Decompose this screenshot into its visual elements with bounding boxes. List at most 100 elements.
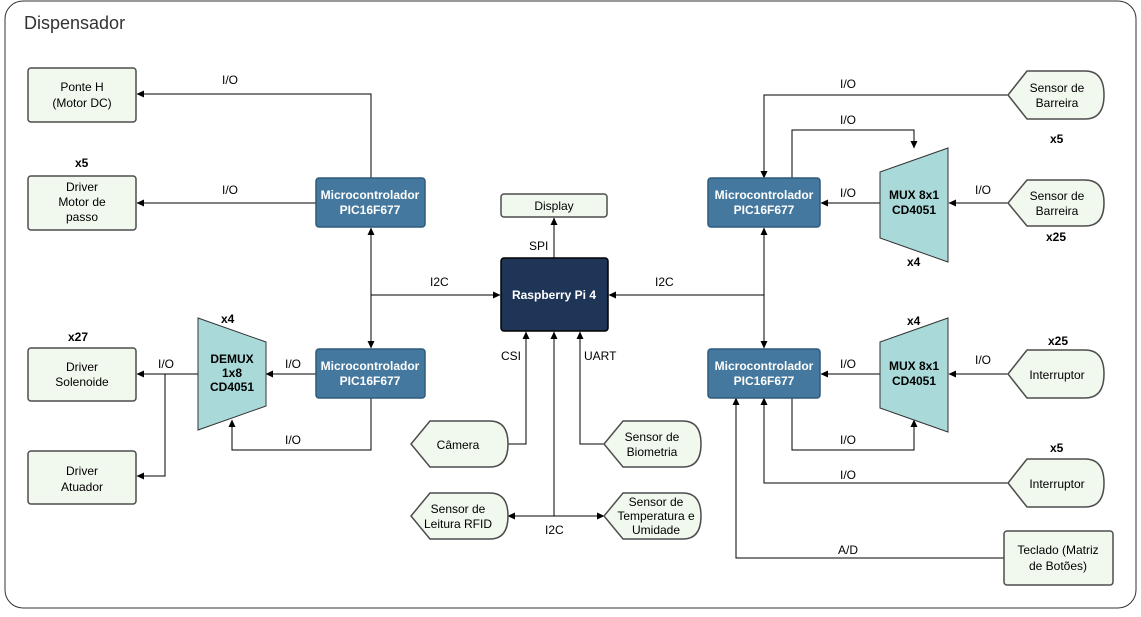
mult-mux1: x4 [907, 255, 921, 269]
mult-interruptor2: x5 [1050, 441, 1064, 455]
node-mux-top[interactable]: MUX 8x1 CD4051 [879, 147, 949, 263]
svg-text:Câmera: Câmera [437, 438, 480, 452]
label-io-ponteh: I/O [222, 73, 238, 87]
svg-text:Barreira: Barreira [1036, 204, 1079, 218]
svg-text:Sensor de: Sensor de [1030, 81, 1085, 95]
svg-text:Interruptor: Interruptor [1029, 368, 1084, 382]
label-io-interruptor2: I/O [840, 468, 856, 482]
node-sensor-barreira-bottom[interactable]: Sensor de Barreira [1007, 179, 1105, 227]
mult-demux: x4 [221, 312, 235, 326]
label-csi: CSI [501, 349, 521, 363]
edge-mcu4-mux2-select [791, 398, 918, 451]
label-io-demux-select: I/O [285, 433, 301, 447]
svg-text:CD4051: CD4051 [210, 380, 254, 394]
svg-text:Driver: Driver [66, 360, 98, 374]
node-driver-solenoide[interactable]: Driver Solenoide [27, 347, 137, 402]
svg-text:passo: passo [66, 210, 98, 224]
label-i2c-right: I2C [655, 275, 674, 289]
label-io-barreira2: I/O [975, 183, 991, 197]
label-io-mcu2-demux: I/O [285, 357, 301, 371]
edge-mcu3-mux1-select [791, 129, 918, 178]
node-mux-bottom[interactable]: MUX 8x1 CD4051 [879, 317, 949, 433]
svg-text:Microcontrolador: Microcontrolador [321, 188, 420, 202]
mult-solenoide: x27 [68, 330, 88, 344]
edge-teclado-mcu4 [732, 397, 1004, 559]
node-sensor-barreira-top[interactable]: Sensor de Barreira [1007, 70, 1105, 120]
label-io-mux1-mcu3: I/O [840, 186, 856, 200]
svg-text:Ponte H: Ponte H [60, 80, 103, 94]
node-ponte-h[interactable]: Ponte H (Motor DC) [27, 67, 137, 123]
label-i2c-left: I2C [430, 275, 449, 289]
node-demux[interactable]: DEMUX 1x8 CD4051 [197, 317, 267, 431]
svg-text:Sensor de: Sensor de [431, 502, 486, 516]
edge-demux-atuador [136, 374, 166, 480]
edge-mcu2-demux-select [228, 398, 372, 451]
node-interruptor-bottom[interactable]: Interruptor [1007, 458, 1105, 508]
edge-interruptor2-mcu4 [760, 397, 1008, 484]
edge-biometria-rpi [576, 331, 604, 445]
svg-text:PIC16F677: PIC16F677 [340, 203, 401, 217]
mult-barreira2: x25 [1046, 230, 1066, 244]
svg-text:Sensor de: Sensor de [1030, 189, 1085, 203]
node-mcu-right-top[interactable]: Microcontrolador PIC16F677 [707, 177, 821, 228]
node-mcu-right-bottom[interactable]: Microcontrolador PIC16F677 [707, 348, 821, 399]
node-interruptor-top[interactable]: Interruptor [1007, 349, 1105, 399]
mult-driverpasso: x5 [75, 156, 89, 170]
svg-text:CD4051: CD4051 [892, 203, 936, 217]
svg-text:MUX 8x1: MUX 8x1 [889, 188, 939, 202]
label-i2c-bottom: I2C [545, 523, 564, 537]
svg-text:Microcontrolador: Microcontrolador [715, 359, 814, 373]
node-mcu-left-top[interactable]: Microcontrolador PIC16F677 [315, 177, 426, 228]
node-raspberry-pi[interactable]: Raspberry Pi 4 [500, 257, 609, 332]
label-io-mux1-select: I/O [840, 113, 856, 127]
svg-text:Biometria: Biometria [627, 445, 678, 459]
label-spi: SPI [529, 239, 548, 253]
node-teclado[interactable]: Teclado (Matriz de Botões) [1003, 530, 1114, 586]
svg-text:Barreira: Barreira [1036, 96, 1079, 110]
svg-text:Microcontrolador: Microcontrolador [715, 188, 814, 202]
svg-text:Raspberry Pi 4: Raspberry Pi 4 [512, 288, 596, 302]
node-driver-motor-passo[interactable]: Driver Motor de passo [27, 175, 137, 231]
svg-text:Umidade: Umidade [632, 523, 680, 537]
label-io-interruptor1: I/O [975, 353, 991, 367]
node-sensor-biometria[interactable]: Sensor de Biometria [603, 420, 702, 468]
svg-text:Leitura RFID: Leitura RFID [424, 517, 492, 531]
edge-mcu1-ponteh [136, 90, 372, 178]
node-driver-atuador[interactable]: Driver Atuador [27, 450, 137, 505]
diagram-title: Dispensador [24, 13, 125, 33]
svg-text:de Botões): de Botões) [1029, 559, 1087, 573]
label-io-mux2-select: I/O [840, 433, 856, 447]
edge-barreira1-mcu3 [760, 94, 1008, 179]
svg-text:Driver: Driver [66, 180, 98, 194]
svg-text:DEMUX: DEMUX [210, 352, 253, 366]
node-display[interactable]: Display [500, 193, 608, 218]
svg-text:MUX 8x1: MUX 8x1 [889, 359, 939, 373]
svg-text:1x8: 1x8 [222, 366, 242, 380]
mult-barreira1: x5 [1050, 132, 1064, 146]
svg-text:PIC16F677: PIC16F677 [340, 374, 401, 388]
label-io-mux2-mcu4: I/O [840, 357, 856, 371]
node-mcu-left-bottom[interactable]: Microcontrolador PIC16F677 [315, 348, 426, 399]
svg-text:Interruptor: Interruptor [1029, 477, 1084, 491]
svg-text:Motor de: Motor de [58, 195, 106, 209]
svg-text:(Motor DC): (Motor DC) [52, 96, 111, 110]
svg-text:CD4051: CD4051 [892, 374, 936, 388]
svg-text:Driver: Driver [66, 464, 98, 478]
mult-interruptor1: x25 [1048, 334, 1068, 348]
svg-text:Solenoide: Solenoide [55, 375, 109, 389]
node-sensor-temperatura[interactable]: Sensor de Temperatura e Umidade [603, 492, 702, 540]
svg-text:Temperatura e: Temperatura e [617, 509, 695, 523]
svg-text:PIC16F677: PIC16F677 [734, 203, 795, 217]
node-sensor-rfid[interactable]: Sensor de Leitura RFID [410, 492, 509, 540]
label-io-barreira1: I/O [840, 77, 856, 91]
label-io-driverpasso: I/O [222, 183, 238, 197]
svg-text:PIC16F677: PIC16F677 [734, 374, 795, 388]
label-ad: A/D [838, 543, 858, 557]
node-camera[interactable]: Câmera [410, 420, 509, 468]
mult-mux2: x4 [907, 314, 921, 328]
svg-text:Sensor de: Sensor de [625, 430, 680, 444]
label-io-demux-solenoide: I/O [158, 357, 174, 371]
svg-text:Teclado (Matriz: Teclado (Matriz [1017, 543, 1098, 557]
svg-text:Sensor de: Sensor de [629, 495, 684, 509]
